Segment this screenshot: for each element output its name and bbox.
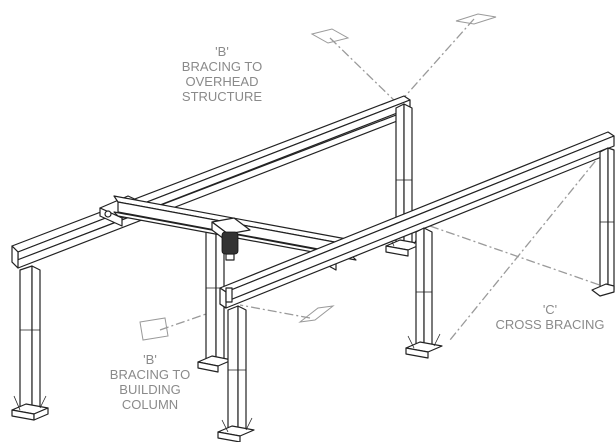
callout-overhead-line2: OVERHEAD — [185, 74, 259, 89]
column-front-left — [217, 305, 255, 442]
hoist-body — [221, 231, 239, 255]
column-attachment-plate-right — [298, 305, 335, 323]
callout-column-bracing: 'B' BRACING TO BUILDING COLUMN — [100, 352, 200, 412]
callout-column-tag: 'B' — [143, 352, 157, 367]
column-attachment-plate-left — [139, 317, 169, 341]
callout-column-line2: BUILDING — [119, 382, 181, 397]
bridge-crane — [99, 195, 363, 271]
column-front-middle — [405, 227, 443, 359]
overhead-bracing — [310, 13, 497, 105]
callout-column-line1: BRACING TO — [109, 367, 191, 382]
column-back-right — [385, 103, 423, 257]
overhead-attachment-plate-right — [455, 13, 497, 25]
column-front-right — [591, 147, 615, 297]
callout-cross-bracing: 'C' CROSS BRACING — [486, 302, 614, 332]
overhead-attachment-plate-left — [310, 28, 350, 44]
callout-overhead-line1: BRACING TO — [181, 59, 263, 74]
callout-overhead-line3: STRUCTURE — [181, 89, 263, 104]
callout-overhead-tag: 'B' — [215, 44, 229, 59]
callout-cross-line1: CROSS BRACING — [495, 317, 605, 332]
callout-column-line3: COLUMN — [121, 397, 179, 412]
column-back-left — [11, 265, 49, 421]
callout-overhead-bracing: 'B' BRACING TO OVERHEAD STRUCTURE — [172, 44, 272, 104]
cross-bracing — [429, 147, 615, 341]
front-runway — [219, 131, 615, 309]
callout-cross-tag: 'C' — [542, 302, 558, 317]
